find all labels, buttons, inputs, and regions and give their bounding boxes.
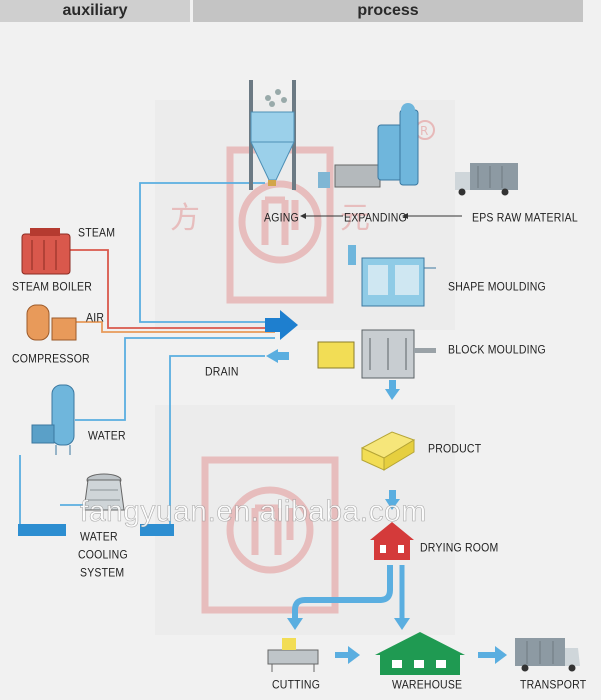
main-inlet-arrow-icon xyxy=(265,310,298,340)
drain-arrow-icon xyxy=(266,349,289,363)
product-block-icon xyxy=(360,431,416,471)
cooling-pool-right xyxy=(140,524,174,536)
steam-line xyxy=(60,249,275,329)
boiler-icon xyxy=(21,228,71,275)
arrow-cutting-warehouse xyxy=(335,646,360,664)
compressor-icon xyxy=(26,304,77,341)
label-product: PRODUCT xyxy=(428,442,482,456)
truck-icon-top xyxy=(455,163,518,196)
label-cutting: CUTTING xyxy=(272,678,321,692)
label-block-moulding: BLOCK MOULDING xyxy=(448,343,546,357)
arrow-warehouse-transport xyxy=(478,646,507,664)
label-drying-room: DRYING ROOM xyxy=(420,541,499,555)
label-transport: TRANSPORT xyxy=(520,678,587,692)
expander-icon xyxy=(318,103,419,188)
silo-icon xyxy=(249,80,296,190)
svg-text:R: R xyxy=(420,124,428,138)
label-water-cooling-3: SYSTEM xyxy=(80,566,125,580)
watermark-text: fangyuan.en.alibaba.com xyxy=(80,495,427,529)
drying-house-icon xyxy=(370,522,414,560)
steam-to-aging-line xyxy=(139,182,275,323)
cooling-line xyxy=(19,455,60,529)
moulding-machine-icon xyxy=(348,245,436,307)
label-compressor: COMPRESSOR xyxy=(12,352,90,366)
label-water-cooling-1: WATER xyxy=(80,530,118,544)
label-eps-raw-material: EPS RAW MATERIAL xyxy=(472,211,578,225)
label-steam-boiler: STEAM BOILER xyxy=(12,280,93,294)
truck-icon-bottom xyxy=(515,638,580,672)
down-arrow-1 xyxy=(385,380,400,400)
flow-arrow-expanding-raw xyxy=(402,213,462,219)
cutting-machine-icon xyxy=(267,638,319,672)
water-tank-icon xyxy=(31,384,75,455)
water-line xyxy=(75,337,275,421)
label-expanding: EXPANDING xyxy=(344,211,407,225)
label-warehouse: WAREHOUSE xyxy=(392,678,463,692)
flow-to-warehouse-arrowhead xyxy=(394,618,410,630)
label-shape-moulding: SHAPE MOULDING xyxy=(448,280,546,294)
auxiliary-header: auxiliary xyxy=(0,0,190,22)
cooling-pool-left xyxy=(18,524,66,536)
company-logo-bottom xyxy=(201,456,339,614)
svg-text:方: 方 xyxy=(170,201,200,236)
label-aging: AGING xyxy=(264,211,299,225)
process-header: process xyxy=(193,0,583,22)
flow-arrow-aging-expanding xyxy=(300,213,343,219)
block-machine-icon xyxy=(317,329,436,379)
svg-text:元: 元 xyxy=(340,201,370,236)
down-arrow-2 xyxy=(385,490,400,510)
label-water-cooling-2: COOLING xyxy=(78,548,128,562)
label-steam: STEAM xyxy=(78,226,116,240)
label-water: WATER xyxy=(88,429,126,443)
label-drain: DRAIN xyxy=(205,365,239,379)
flow-to-cutting-arrowhead xyxy=(287,618,303,630)
air-line xyxy=(55,321,275,333)
flow-to-cutting xyxy=(292,565,393,620)
warehouse-icon xyxy=(375,632,465,675)
label-air: AIR xyxy=(86,311,105,325)
cooling-tower-icon xyxy=(83,473,125,511)
